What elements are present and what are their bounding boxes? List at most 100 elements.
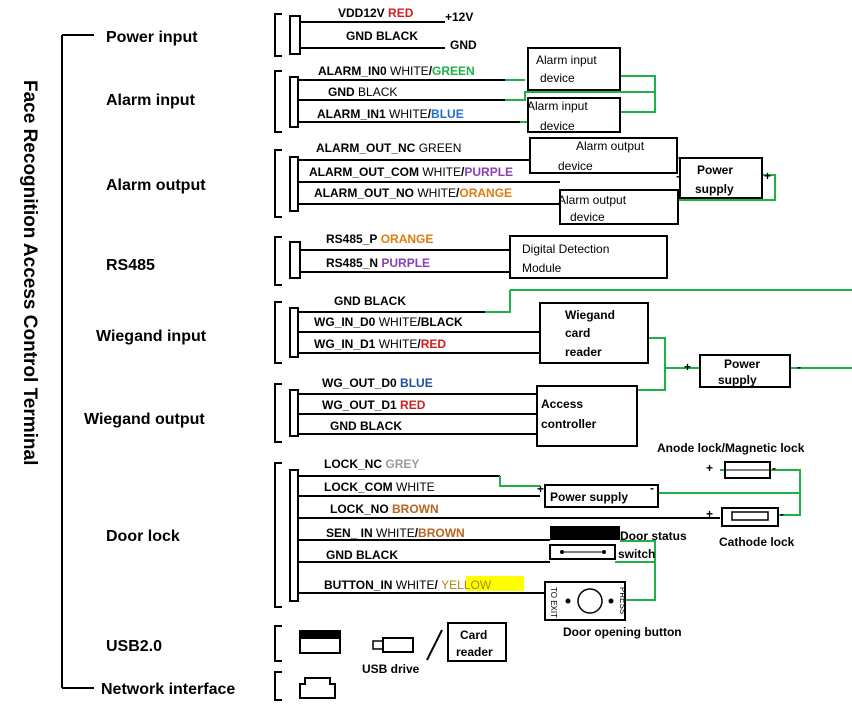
svg-text:-: - xyxy=(650,481,654,495)
digital-detection-module: Digital Detection Module xyxy=(509,235,668,279)
cathode-lock-icon: + - xyxy=(706,507,784,527)
anode-lock-icon: + - xyxy=(706,461,776,479)
svg-text:device: device xyxy=(558,159,593,173)
wire-lock-nc: LOCK_NC GREY xyxy=(324,457,419,471)
alarm-input-device-1: Alarm input device xyxy=(527,47,621,91)
alarm-output-device-2: Alarm output device xyxy=(558,189,679,225)
door-status-switch-icon xyxy=(549,526,620,560)
wire-wg-in-d1: WG_IN_D1 WHITE/RED xyxy=(314,337,446,351)
svg-text:device: device xyxy=(570,210,605,224)
wire-rs485-p: RS485_P ORANGE xyxy=(326,232,433,246)
gnd-label: GND xyxy=(450,38,477,52)
wire-gnd-lock: GND BLACK xyxy=(326,548,398,562)
svg-text:PRESS: PRESS xyxy=(618,587,627,614)
svg-text:+: + xyxy=(706,507,713,521)
label-wiegand-output: Wiegand output xyxy=(84,411,205,428)
wire-gnd-power: GND BLACK xyxy=(346,29,418,43)
svg-text:Alarm input: Alarm input xyxy=(527,99,588,113)
wire-button-in: BUTTON_IN WHITE/ YELLOW xyxy=(324,578,492,592)
wire-vdd12v: VDD12V RED xyxy=(338,6,414,20)
usb-port-icon xyxy=(299,630,341,654)
yellow-highlight xyxy=(466,576,524,591)
svg-text:TO EXIT: TO EXIT xyxy=(549,587,558,618)
svg-text:-: - xyxy=(797,360,801,374)
wire-wg-out-d0: WG_OUT_D0 BLUE xyxy=(322,376,433,390)
label-alarm-output: Alarm output xyxy=(106,177,206,194)
door-button-label: Door opening button xyxy=(563,625,682,639)
slash-divider xyxy=(426,629,443,661)
svg-text:Card: Card xyxy=(460,628,487,642)
svg-text:Alarm input: Alarm input xyxy=(536,53,597,67)
label-usb: USB2.0 xyxy=(106,638,162,655)
label-rs485: RS485 xyxy=(106,257,155,274)
label-wiegand-input: Wiegand input xyxy=(96,328,207,345)
category-bracket xyxy=(61,34,94,689)
svg-text:Wiegand: Wiegand xyxy=(565,308,615,322)
wire-rs485-n: RS485_N PURPLE xyxy=(326,256,430,270)
svg-text:controller: controller xyxy=(541,417,597,431)
label-alarm-input: Alarm input xyxy=(106,92,196,109)
svg-text:-: - xyxy=(780,507,784,521)
svg-text:Access: Access xyxy=(541,397,583,411)
wiegand-power-supply: Power supply + - xyxy=(684,354,801,388)
svg-text:Digital Detection: Digital Detection xyxy=(522,242,609,256)
wire-gnd-alarm: GND BLACK xyxy=(328,85,397,99)
svg-text:Alarm output: Alarm output xyxy=(576,139,645,153)
svg-text:+: + xyxy=(684,360,691,374)
svg-text:supply: supply xyxy=(718,373,757,387)
label-network-interface: Network interface xyxy=(101,681,235,698)
wire-alarm-in0: ALARM_IN0 WHITE/GREEN xyxy=(318,64,475,78)
wire-alarm-in1: ALARM_IN1 WHITE/BLUE xyxy=(317,107,464,121)
wire-wg-in-d0: WG_IN_D0 WHITE/BLACK xyxy=(314,315,463,329)
svg-text:device: device xyxy=(540,119,575,133)
cathode-lock-label: Cathode lock xyxy=(719,535,795,549)
wire-alarm-out-no: ALARM_OUT_NO WHITE/ORANGE xyxy=(314,186,512,200)
anode-lock-label: Anode lock/Magnetic lock xyxy=(657,441,805,455)
alarm-power-supply: Power supply - + xyxy=(676,157,771,199)
door-status-label-2: switch xyxy=(618,547,655,561)
svg-text:reader: reader xyxy=(456,645,493,659)
svg-text:-: - xyxy=(676,169,680,183)
card-reader-box: Card reader xyxy=(447,622,507,662)
svg-text:reader: reader xyxy=(565,345,602,359)
alarm-input-device-2: Alarm input device xyxy=(527,97,621,133)
wire-gnd-wg-out: GND BLACK xyxy=(330,419,402,433)
label-power-input: Power input xyxy=(106,29,198,46)
svg-text:+: + xyxy=(537,482,544,496)
usb-drive-label: USB drive xyxy=(362,662,420,676)
terminal-wires xyxy=(298,21,720,594)
svg-text:Module: Module xyxy=(522,261,562,275)
svg-text:+: + xyxy=(706,461,713,475)
svg-text:+: + xyxy=(764,169,771,183)
diagram-title: Face Recognition Access Control Terminal xyxy=(19,80,40,465)
svg-text:supply: supply xyxy=(695,182,734,196)
usb-drive-icon xyxy=(372,637,414,653)
wire-wg-out-d1: WG_OUT_D1 RED xyxy=(322,398,426,412)
connector-brackets xyxy=(274,13,301,701)
svg-text:card: card xyxy=(565,326,590,340)
plus12v-label: +12V xyxy=(445,10,473,24)
door-status-label-1: Door status xyxy=(620,529,687,543)
wire-alarm-out-com: ALARM_OUT_COM WHITE/PURPLE xyxy=(309,165,513,179)
access-controller: Access controller xyxy=(536,385,638,447)
svg-text:-: - xyxy=(772,461,776,475)
wiegand-card-reader: Wiegand card reader xyxy=(539,302,649,364)
wire-sen-in: SEN_ IN WHITE/BROWN xyxy=(326,526,465,540)
green-wires xyxy=(485,75,852,601)
label-door-lock: Door lock xyxy=(106,528,180,545)
svg-text:Power: Power xyxy=(697,163,733,177)
wire-lock-com: LOCK_COM WHITE xyxy=(324,480,435,494)
alarm-output-device-1: Alarm output device xyxy=(529,137,678,174)
wire-lock-no: LOCK_NO BROWN xyxy=(330,502,439,516)
svg-text:device: device xyxy=(540,71,575,85)
network-port-icon xyxy=(299,677,336,699)
svg-text:Alarm output: Alarm output xyxy=(558,193,627,207)
svg-text:Power supply: Power supply xyxy=(550,490,628,504)
wire-alarm-out-nc: ALARM_OUT_NC GREEN xyxy=(316,141,461,155)
lock-power-supply: Power supply + - xyxy=(537,481,659,508)
wire-labels: VDD12V RED +12V GND BLACK GND ALARM_IN0 … xyxy=(309,6,524,592)
door-button-icon: TO EXIT PRESS xyxy=(544,581,627,621)
svg-text:Power: Power xyxy=(724,357,760,371)
wire-gnd-wg-in: GND BLACK xyxy=(334,294,406,308)
